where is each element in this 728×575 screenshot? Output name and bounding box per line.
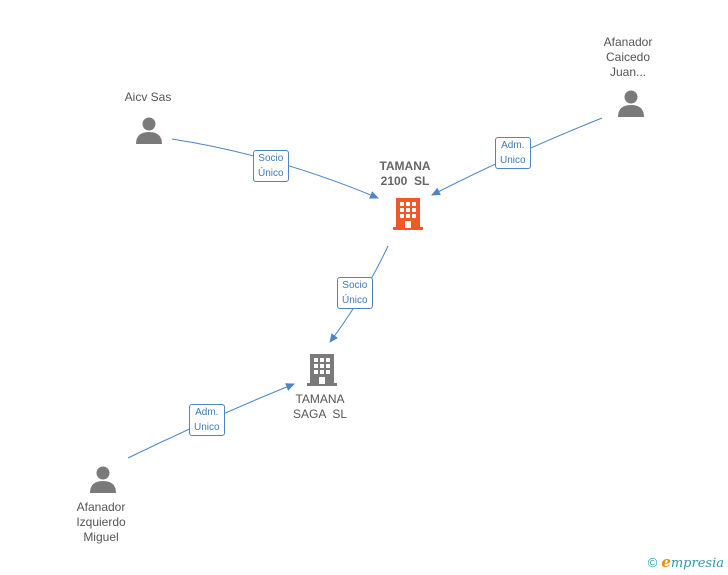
edge-label-socio-unico[interactable]: Socio Único — [337, 277, 373, 309]
person-icon[interactable] — [88, 464, 118, 494]
node-tamana-2100[interactable]: TAMANA 2100 SL — [365, 159, 445, 189]
node-label: Aicv Sas — [124, 90, 172, 104]
node-tamana-saga[interactable]: TAMANA SAGA SL — [280, 392, 360, 422]
edge-label-line-1: Adm. — [195, 407, 219, 418]
node-label-line-1: Afanador — [76, 500, 126, 514]
copyright-icon: © — [647, 554, 658, 570]
node-label-line-2: Caicedo — [605, 50, 651, 64]
edge-label-line-1: Adm. — [501, 140, 525, 151]
empresia-logo[interactable]: empresia — [661, 553, 724, 571]
building-icon[interactable] — [305, 352, 339, 388]
edge-label-line-2: Unico — [500, 155, 526, 166]
node-aicv-sas[interactable]: Aicv Sas — [108, 90, 188, 105]
node-label-line-2: Izquierdo — [76, 515, 126, 529]
node-label-line-3: Juan... — [609, 65, 647, 79]
edge-label-line-2: Único — [342, 295, 368, 306]
building-icon[interactable] — [391, 196, 425, 232]
edge-label-adm-unico[interactable]: Adm. Unico — [189, 404, 225, 436]
footer-credit: © empresia — [648, 553, 724, 571]
node-label-line-1: TAMANA — [295, 392, 345, 406]
person-icon[interactable] — [616, 88, 646, 118]
logo-text: mpresia — [670, 556, 724, 571]
node-label-line-2: SAGA SL — [292, 407, 348, 421]
node-afanador-izquierdo[interactable]: Afanador Izquierdo Miguel — [61, 500, 141, 545]
edge-label-line-1: Socio — [342, 280, 368, 291]
logo-initial: e — [661, 553, 671, 571]
node-label-line-1: TAMANA — [379, 159, 431, 173]
edge-label-line-2: Único — [258, 168, 284, 179]
edge-label-adm-unico[interactable]: Adm. Unico — [495, 137, 531, 169]
person-icon[interactable] — [134, 115, 164, 145]
edge-label-socio-unico[interactable]: Socio Único — [253, 150, 289, 182]
node-label-line-3: Miguel — [83, 530, 119, 544]
node-label-line-2: 2100 SL — [380, 174, 430, 188]
edge-label-line-1: Socio — [258, 153, 284, 164]
node-label-line-1: Afanador — [603, 35, 653, 49]
edge-label-line-2: Unico — [194, 422, 220, 433]
node-afanador-caicedo[interactable]: Afanador Caicedo Juan... — [588, 35, 668, 80]
